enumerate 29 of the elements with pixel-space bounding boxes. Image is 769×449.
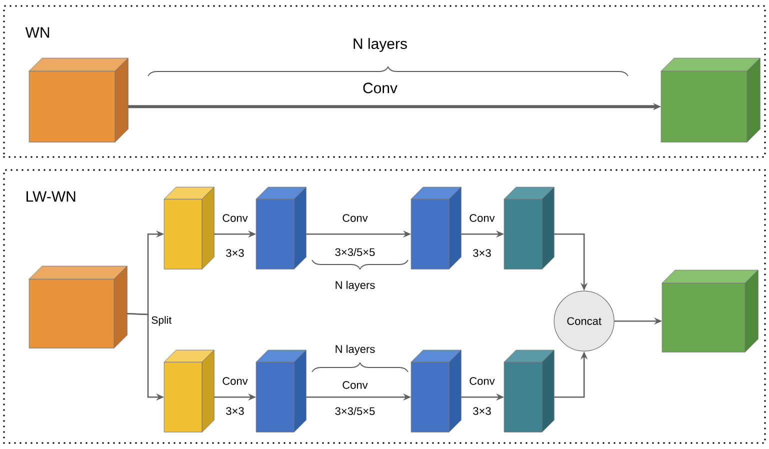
cube-block <box>256 186 306 270</box>
edge-label: Split <box>150 315 173 327</box>
text-label: 3×3 <box>226 249 244 257</box>
edge-label: Conv <box>341 380 369 390</box>
text-label: N layers <box>336 344 375 356</box>
edge-label: Conv <box>468 213 496 223</box>
text-label: 3×3 <box>226 407 244 415</box>
edge-label: Conv <box>221 213 249 223</box>
text-label: 3×3/5×5 <box>335 406 375 416</box>
edge-label: Conv <box>468 376 496 386</box>
cube-block <box>410 186 462 270</box>
text-label: 3×3/5×5 <box>335 248 375 256</box>
edge-label: Conv <box>221 376 249 386</box>
cube-block <box>660 58 760 142</box>
text-label: N layers <box>354 38 407 52</box>
edge-label: Conv <box>341 213 369 223</box>
text-label: 3×3 <box>473 249 491 257</box>
cube-block <box>28 58 128 142</box>
cube-block <box>410 350 462 432</box>
cube-block <box>28 266 128 348</box>
cube-block <box>662 270 758 352</box>
cube-block <box>256 350 306 432</box>
edge-label: Conv <box>362 82 398 94</box>
cube-block <box>164 186 214 270</box>
text-label: 3×3 <box>473 407 491 415</box>
text-label: N layers <box>336 280 375 292</box>
cube-block <box>504 186 554 270</box>
cube-block <box>504 350 554 432</box>
cube-block <box>164 350 214 432</box>
